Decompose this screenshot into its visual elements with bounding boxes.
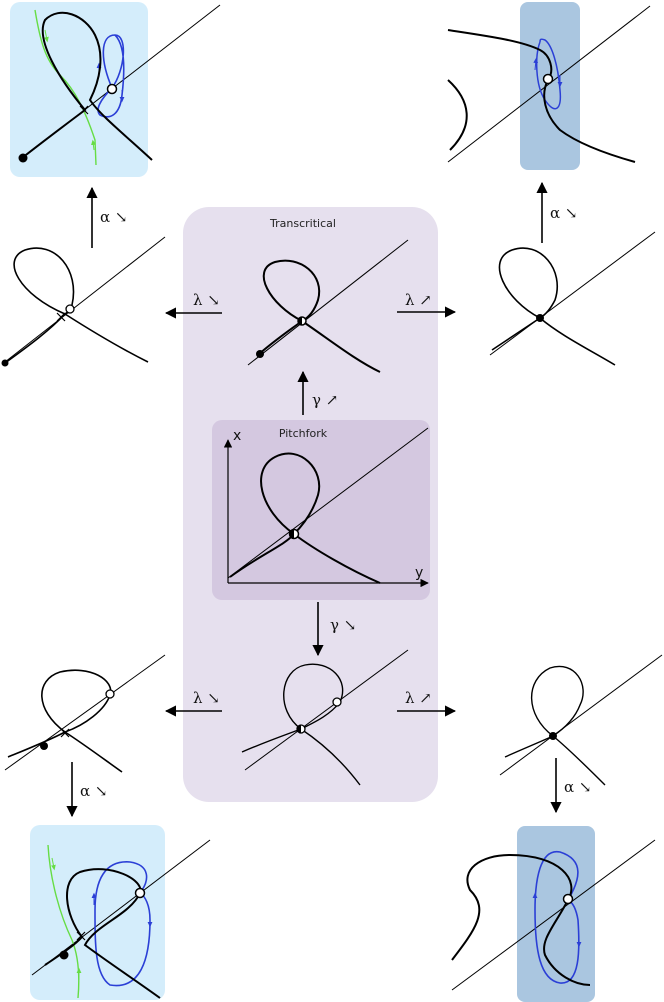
label-gamma-down: γ ↘	[330, 616, 356, 634]
transcritical-node	[256, 350, 264, 358]
label-gamma-up: γ ↗	[312, 391, 338, 409]
bottom-right-mid-plot	[499, 654, 663, 786]
y-axis-label: x	[233, 428, 241, 444]
label-alpha-tl: α ↘	[100, 208, 127, 226]
label-alpha-bl: α ↘	[80, 782, 107, 800]
connector-arrows	[66, 181, 562, 818]
bottom-right-plot	[451, 839, 656, 991]
label-lambda-bl: λ ↘	[193, 689, 220, 707]
label-alpha-br: α ↘	[564, 778, 591, 796]
transcritical-title: Transcritical	[269, 217, 336, 230]
label-lambda-br: λ ↗	[405, 689, 432, 707]
panel-bottom-left	[30, 825, 165, 1000]
right-middle-plot	[489, 231, 656, 366]
pitchfork-point-half	[289, 529, 294, 539]
label-alpha-tr: α ↘	[550, 204, 577, 222]
label-lambda-tl: λ ↘	[193, 291, 220, 309]
label-lambda-tr: λ ↗	[405, 291, 432, 309]
bottom-left-mid-plot	[4, 654, 166, 773]
x-axis-label: y	[415, 565, 423, 581]
panel-top-right	[520, 2, 580, 170]
left-middle-plot	[4, 236, 166, 364]
pitchfork-title: Pitchfork	[279, 427, 328, 440]
pitchfork-panel	[212, 420, 430, 600]
panel-bottom-right	[517, 826, 595, 1002]
diagonal-line	[227, 427, 429, 579]
